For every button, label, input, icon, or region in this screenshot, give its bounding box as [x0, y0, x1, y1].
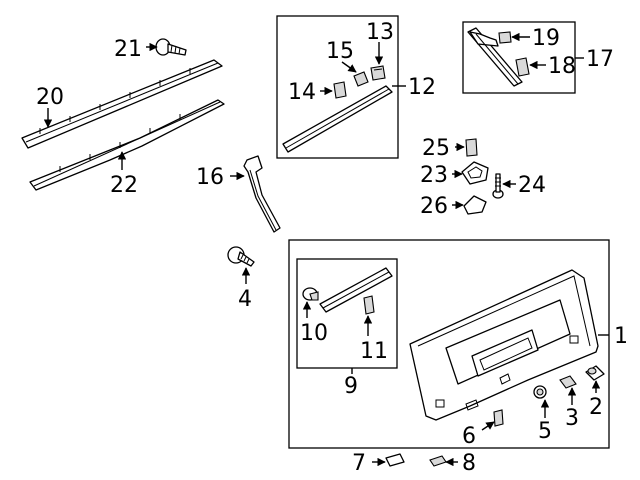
part-21-screw [155, 38, 187, 56]
callout-23: 23 [420, 163, 448, 188]
part-4-screw [227, 246, 255, 267]
part-23-grommet [461, 161, 489, 185]
part-6-clip [493, 409, 504, 427]
leader-6 [481, 421, 495, 431]
part-1-tailgate-panel [409, 269, 599, 421]
callout-26: 26 [420, 194, 448, 219]
group-box-1 [288, 239, 610, 449]
callout-24: 24 [518, 173, 546, 198]
callout-18: 18 [548, 54, 576, 79]
part-14-clip [333, 81, 347, 99]
callout-16: 16 [196, 165, 224, 190]
part-11-bracket [363, 295, 375, 315]
part-19-clip [498, 31, 512, 44]
callout-9: 9 [344, 374, 358, 399]
part-18-clip [515, 57, 530, 77]
callout-11: 11 [360, 339, 388, 364]
callout-5: 5 [538, 419, 552, 444]
callout-19: 19 [532, 26, 560, 51]
part-9-handle-trim [319, 267, 393, 313]
callout-2: 2 [589, 395, 603, 420]
callout-22: 22 [110, 173, 138, 198]
part-10-bumper [302, 287, 319, 301]
part-5-plug [533, 385, 547, 399]
part-12-garnish-strip [282, 85, 393, 153]
callout-8: 8 [462, 451, 476, 476]
callout-14: 14 [288, 80, 316, 105]
group-box-12 [276, 15, 399, 159]
callout-13: 13 [366, 20, 394, 45]
part-15-clip [353, 71, 369, 87]
callout-4: 4 [238, 287, 252, 312]
callout-1: 1 [614, 324, 628, 349]
callout-25: 25 [422, 136, 450, 161]
part-22-molding [29, 99, 225, 191]
part-25-clip [465, 138, 478, 157]
part-13-clip [370, 65, 386, 81]
leader-lines [43, 32, 609, 467]
callout-6: 6 [462, 424, 476, 449]
callout-21: 21 [114, 37, 142, 62]
callout-17: 17 [586, 47, 614, 72]
part-2-lamp [585, 365, 605, 381]
callout-10: 10 [300, 321, 328, 346]
callout-labels: 21 20 22 16 4 14 15 13 12 19 18 17 25 23… [36, 20, 628, 476]
callout-3: 3 [565, 406, 579, 431]
callout-12: 12 [408, 75, 436, 100]
callout-20: 20 [36, 85, 64, 110]
group-box-9 [296, 258, 398, 369]
callout-15: 15 [326, 39, 354, 64]
part-24-screw [492, 173, 504, 199]
part-3-clip [559, 375, 577, 389]
callout-7: 7 [352, 451, 366, 476]
part-26-cap [463, 195, 487, 215]
part-17-trim-panel [467, 27, 523, 87]
part-20-molding [21, 59, 223, 149]
part-16-bracket [243, 155, 281, 233]
leader-15 [341, 61, 357, 73]
part-8-clip [429, 455, 447, 467]
part-7-clip [385, 453, 405, 467]
